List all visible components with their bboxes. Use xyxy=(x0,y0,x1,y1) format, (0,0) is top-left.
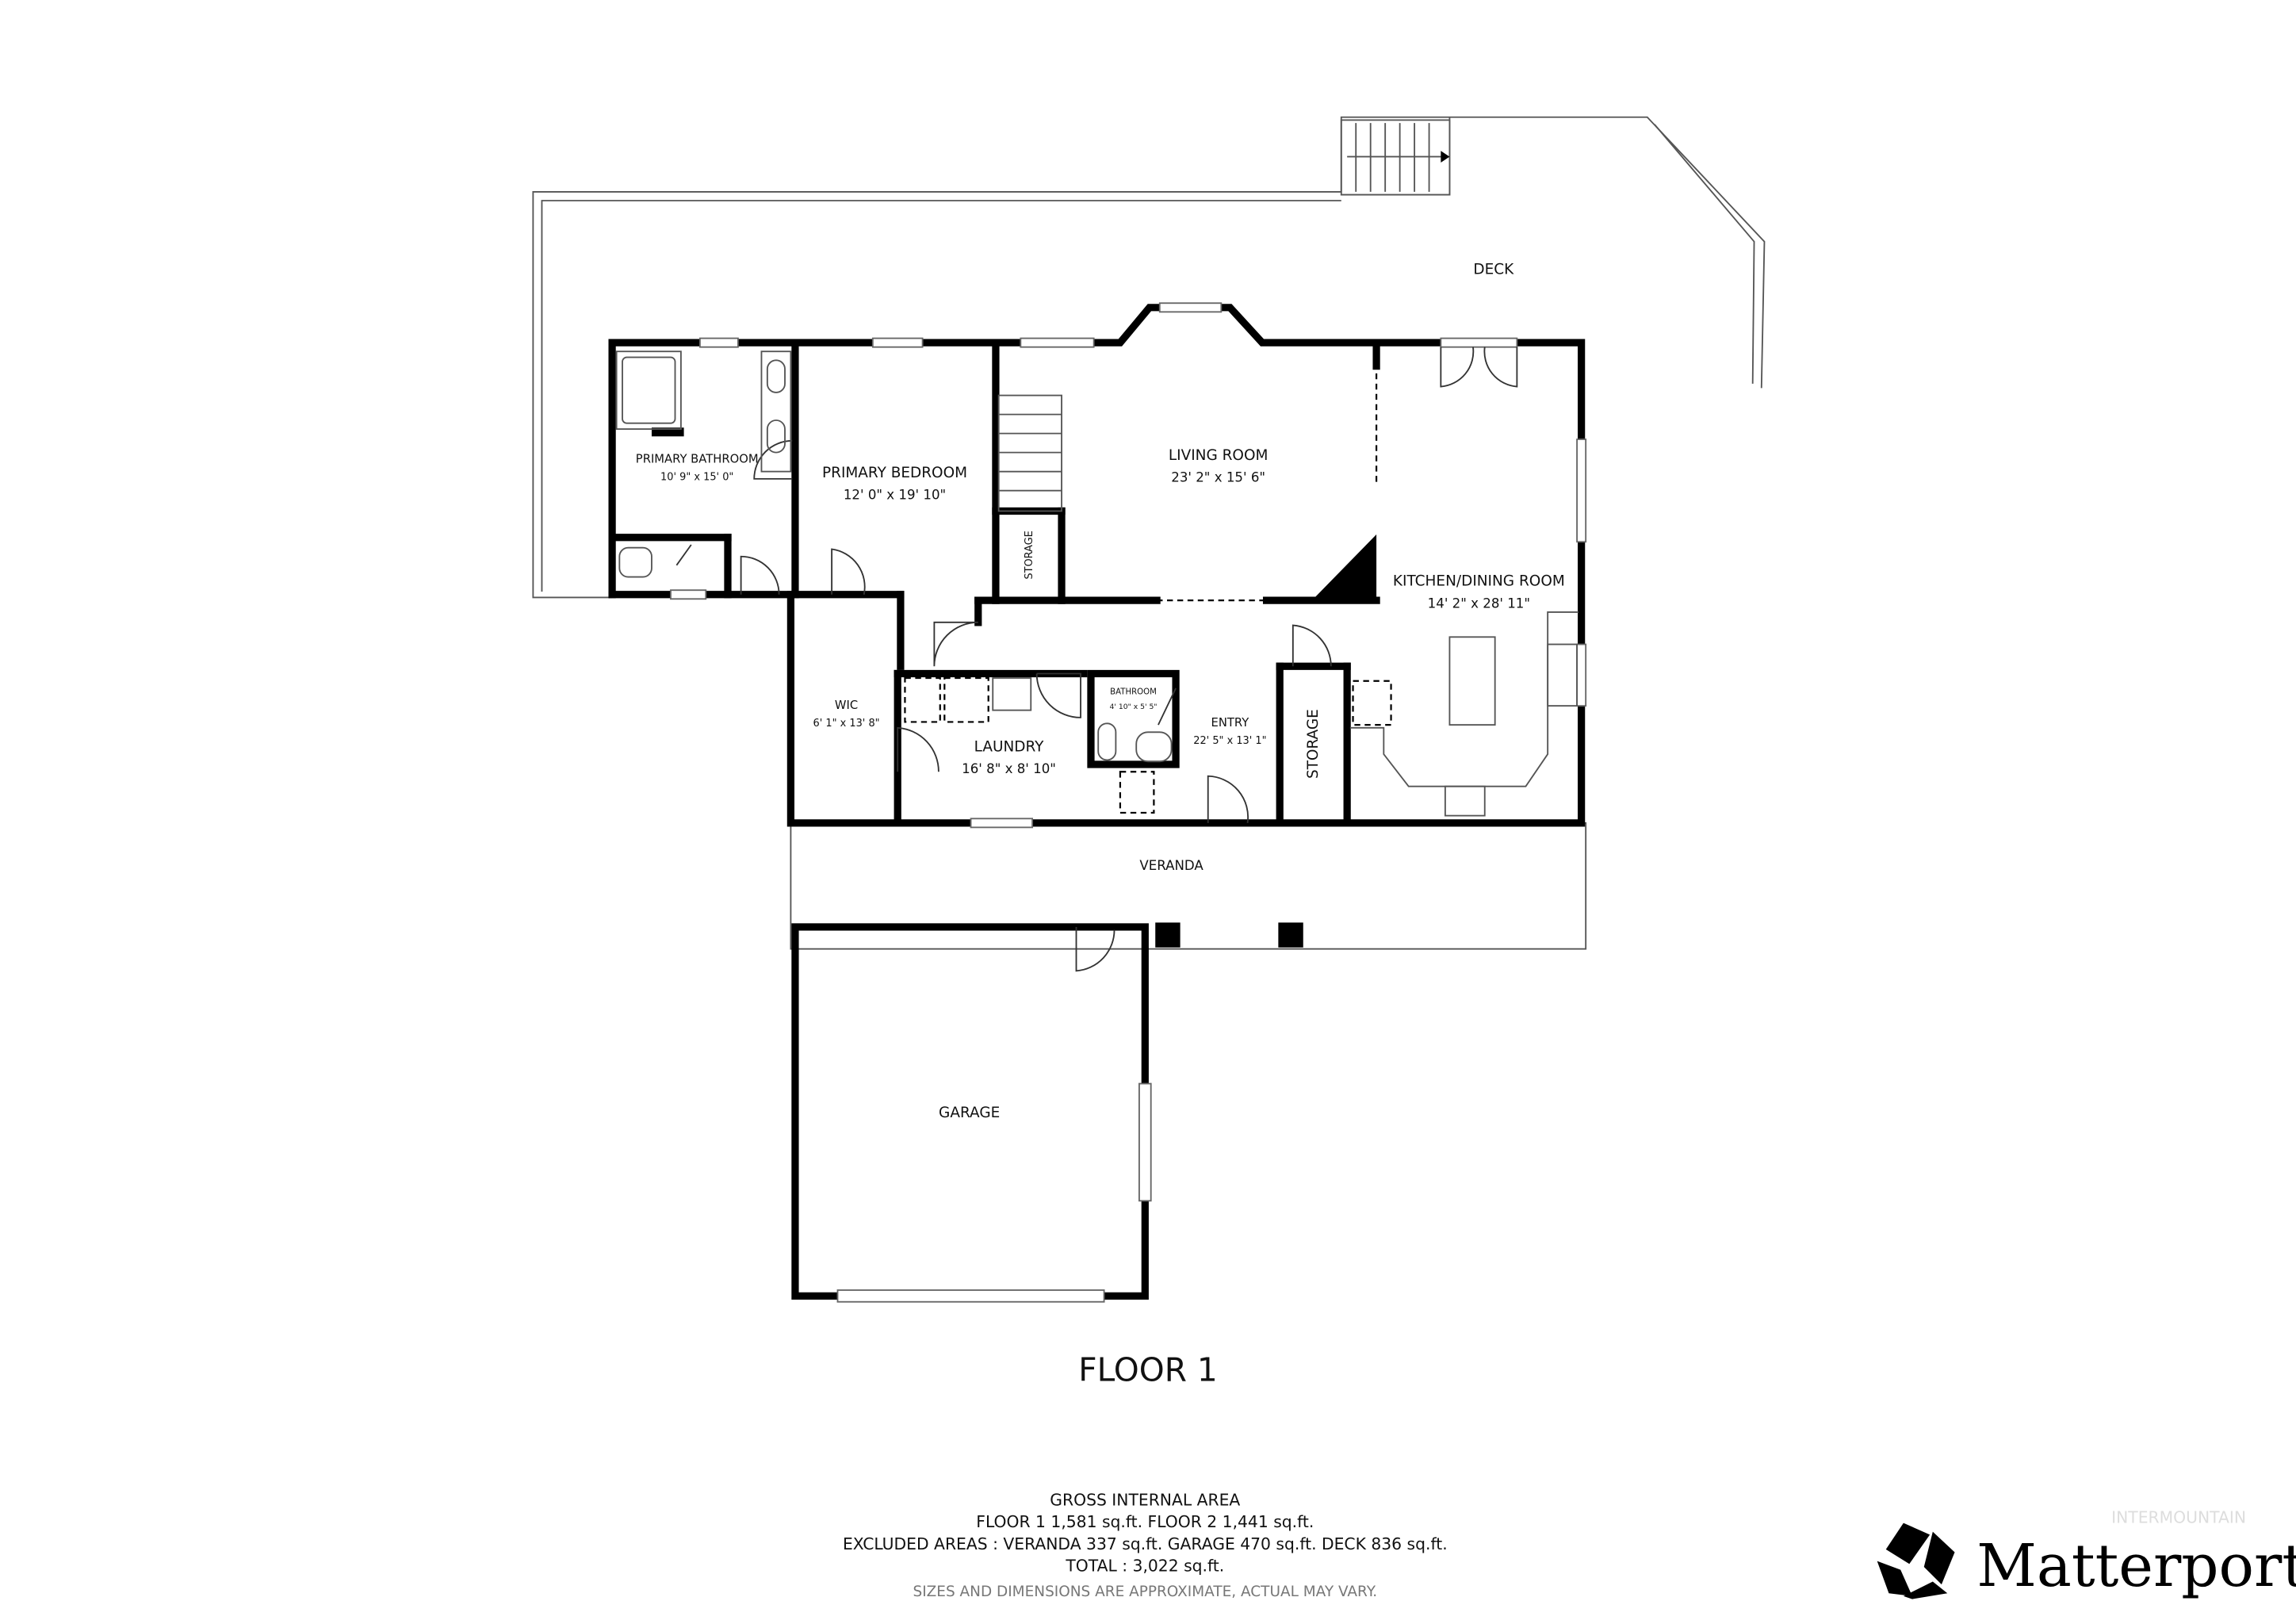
room-label-storage: STORAGE xyxy=(1024,530,1035,579)
watermark: INTERMOUNTAIN xyxy=(2111,1508,2246,1527)
room-label-primary-bathroom: PRIMARY BATHROOM xyxy=(636,453,759,466)
veranda-post xyxy=(1278,922,1303,948)
doors xyxy=(675,347,1518,823)
room-label-laundry: LAUNDRY xyxy=(974,738,1044,755)
room-label-living-room: LIVING ROOM xyxy=(1169,447,1269,464)
room-dims-wic: 6' 1" x 13' 8" xyxy=(813,718,880,730)
room-label-garage: GARAGE xyxy=(939,1105,1000,1121)
matterport-logo-icon xyxy=(1877,1522,1955,1599)
fixtures xyxy=(615,350,1578,817)
windows xyxy=(670,302,1587,829)
area-summary: GROSS INTERNAL AREA FLOOR 1 1,581 sq.ft.… xyxy=(843,1490,1448,1599)
room-label-deck: DECK xyxy=(1473,261,1514,278)
area-heading: GROSS INTERNAL AREA xyxy=(1050,1490,1240,1509)
veranda-post xyxy=(1155,922,1181,948)
room-dims-primary-bathroom: 10' 9" x 15' 0" xyxy=(660,472,733,484)
room-dims-laundry: 16' 8" x 8' 10" xyxy=(962,761,1056,776)
room-label-storage: STORAGE xyxy=(1305,709,1322,779)
logo-text: Matterport xyxy=(1976,1532,2296,1600)
area-excluded: EXCLUDED AREAS : VERANDA 337 sq.ft. GARA… xyxy=(843,1534,1448,1553)
room-label-veranda: VERANDA xyxy=(1139,858,1203,873)
room-label-bathroom: BATHROOM xyxy=(1110,688,1157,696)
walls xyxy=(608,304,1586,827)
room-dims-entry: 22' 5" x 13' 1" xyxy=(1193,735,1266,747)
door xyxy=(1075,926,1115,972)
room-label-primary-bedroom: PRIMARY BEDROOM xyxy=(822,465,967,481)
garage-door xyxy=(836,1289,1105,1303)
area-total: TOTAL : 3,022 sq.ft. xyxy=(1065,1557,1224,1576)
room-label-wic: WIC xyxy=(835,699,858,712)
interior-stairs xyxy=(997,394,1062,512)
deck-stairs xyxy=(1340,119,1451,196)
floor-title: FLOOR 1 xyxy=(1078,1350,1217,1388)
room-dims-kitchen-dining: 14' 2" x 28' 11" xyxy=(1428,596,1530,611)
area-disclaimer: SIZES AND DIMENSIONS ARE APPROXIMATE, AC… xyxy=(913,1584,1378,1600)
window xyxy=(1138,1082,1152,1202)
room-label-kitchen-dining: KITCHEN/DINING ROOM xyxy=(1393,573,1565,590)
room-dims-living-room: 23' 2" x 15' 6" xyxy=(1171,470,1265,485)
area-floors: FLOOR 1 1,581 sq.ft. FLOOR 2 1,441 sq.ft… xyxy=(976,1512,1314,1531)
room-dims-primary-bedroom: 12' 0" x 19' 10" xyxy=(844,488,946,503)
room-dims-bathroom: 4' 10" x 5' 5" xyxy=(1110,703,1158,711)
matterport-logo: Matterport INTERMOUNTAIN xyxy=(1877,1508,2296,1600)
room-label-entry: ENTRY xyxy=(1211,716,1250,730)
